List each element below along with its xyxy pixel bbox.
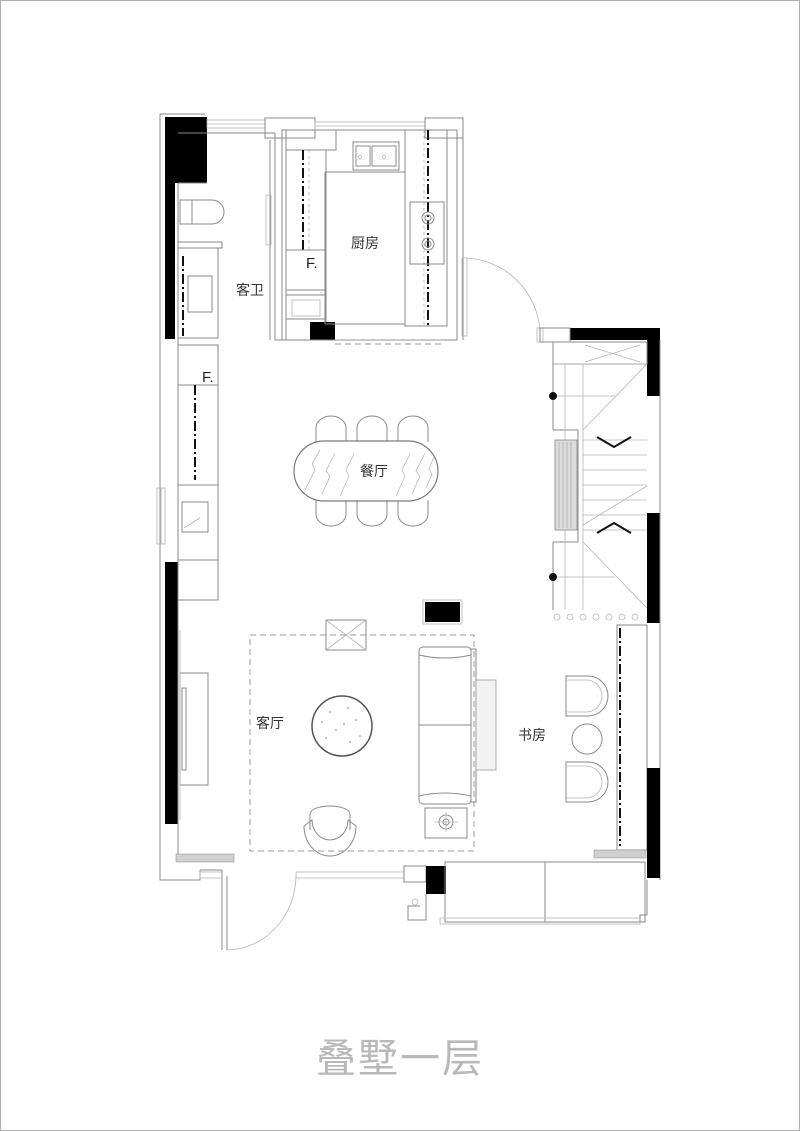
entrance-door-swing [226,875,297,951]
room-label-dining: 餐厅 [360,464,388,480]
study-round-table [571,723,603,755]
toilet-icon [179,199,225,225]
washer-icon [285,294,327,320]
wall-pillar-kitchen [310,322,335,340]
fridge-label-corridor: F. [202,369,214,386]
study-chair-icon [565,675,609,717]
staircase [539,327,661,880]
wall-column-left-lower [165,562,178,824]
living-rug [249,634,475,852]
wall-pillar-entrance [426,866,446,894]
study-chair-icon [565,761,609,803]
room-label-study: 书房 [518,728,546,744]
handrail-post [549,573,557,581]
corridor-storage: F. [177,344,219,601]
top-wall [206,117,464,340]
kitchen-side-door [461,257,544,343]
drawing-title: 叠墅一层 [316,1036,484,1082]
fridge-icon [285,249,327,291]
tv-console [425,602,460,622]
stair-up-arrow-icon [596,521,632,534]
coffee-table-speckles [321,707,361,743]
study-room: 书房 [518,624,660,878]
dining-area: 餐厅 [293,415,439,527]
living-room: 客厅 [179,599,497,857]
stair-down-arrow-icon [596,436,632,449]
vanity-sink-icon [177,241,223,339]
armchair-icon [303,805,357,857]
utility-sink-icon [181,501,209,533]
dining-chairs-top [315,415,429,442]
sofa [418,646,477,805]
radiator-hatches [175,849,647,863]
stair-light-dots [553,613,639,621]
dining-chairs-bottom [315,500,429,527]
room-label-kitchen: 厨房 [351,236,379,252]
tv-wall-unit [179,672,209,786]
wall-column-left-upper [165,117,175,339]
guest-bath: 客卫 [177,132,276,340]
double-sink-icon [352,141,400,171]
sofa-side-cushion [475,679,497,771]
cooktop-icon [409,201,445,265]
table-marble-pattern [304,449,435,497]
dining-table [293,440,439,502]
study-desk [616,624,648,851]
floor-lamp-icon [424,807,468,839]
bottom-wall [199,861,648,951]
room-label-living: 客厅 [256,715,284,732]
kitchen: F. 厨房 [275,129,458,345]
stair-landing-grain [554,439,578,531]
side-table-icon [325,619,367,651]
handrail-post [549,392,557,400]
fridge-label-kitchen: F. [306,255,318,272]
room-label-guest-bath: 客卫 [236,282,264,299]
round-coffee-table [311,695,373,757]
